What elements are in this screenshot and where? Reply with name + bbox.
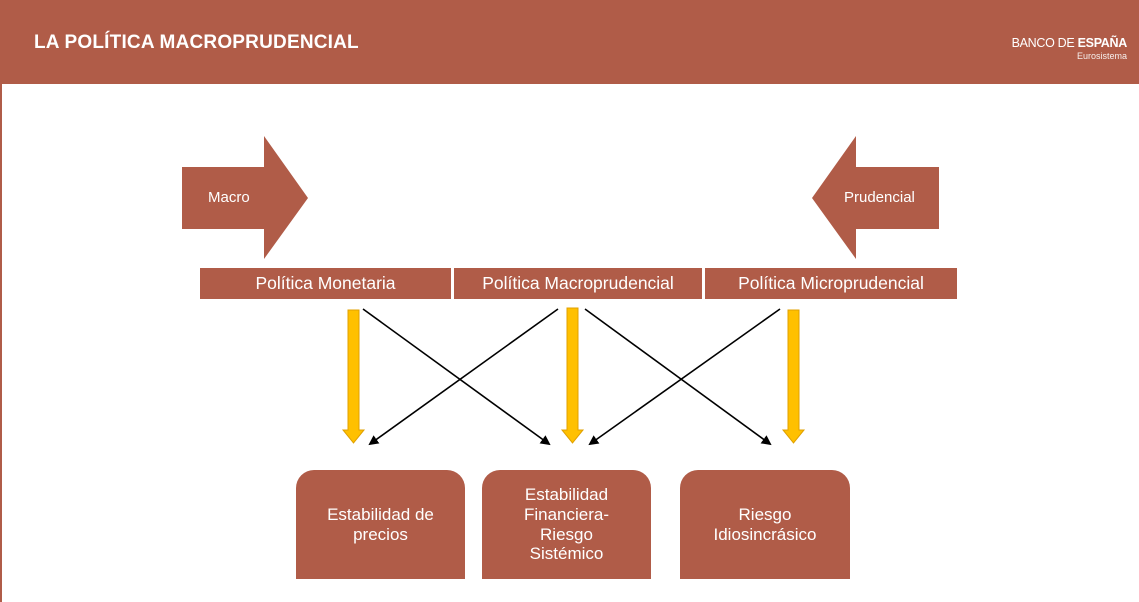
macro-arrow-shape xyxy=(182,136,308,259)
logo-text: BANCO DE ESPAÑA xyxy=(1011,36,1128,50)
outcome-riesgo-idiosincrasico: Riesgo Idiosincrásico xyxy=(680,470,850,579)
outcome-label: Riesgo Idiosincrásico xyxy=(713,504,817,544)
logo-bold: ESPAÑA xyxy=(1077,36,1128,50)
outcome-label: Estabilidad Financiera- Riesgo Sistémico xyxy=(523,485,610,564)
policy-macroprudencial: Política Macroprudencial xyxy=(454,268,702,299)
yellow-down-arrow-1 xyxy=(341,309,366,444)
outcome-estabilidad-financiera: Estabilidad Financiera- Riesgo Sistémico xyxy=(482,470,651,579)
logo-prefix: BANCO DE xyxy=(1011,36,1078,50)
connector-macro-to-precios xyxy=(368,308,559,446)
header-bar: LA POLÍTICA MACROPRUDENCIAL BANCO DE ESP… xyxy=(0,0,1139,84)
bank-logo: BANCO DE ESPAÑA Eurosistema xyxy=(1011,36,1128,61)
connector-micro-to-financiera xyxy=(588,308,781,446)
macro-arrow-label: Macro xyxy=(208,189,250,206)
yellow-down-arrow-3 xyxy=(781,309,806,444)
policy-monetaria: Política Monetaria xyxy=(200,268,451,299)
policy-microprudencial: Política Microprudencial xyxy=(705,268,957,299)
page-title: LA POLÍTICA MACROPRUDENCIAL xyxy=(34,32,359,53)
outcome-label: Estabilidad de precios xyxy=(327,504,434,544)
prudencial-arrow-label: Prudencial xyxy=(844,189,915,206)
logo-subtitle: Eurosistema xyxy=(1076,51,1127,61)
outcome-estabilidad-precios: Estabilidad de precios xyxy=(296,470,465,579)
prudencial-arrow-shape xyxy=(812,136,939,259)
connector-macro-to-idiosincrasico xyxy=(584,308,772,446)
connector-monetaria-to-financiera xyxy=(362,308,551,446)
left-rule xyxy=(0,84,2,602)
yellow-down-arrow-2 xyxy=(560,307,585,444)
